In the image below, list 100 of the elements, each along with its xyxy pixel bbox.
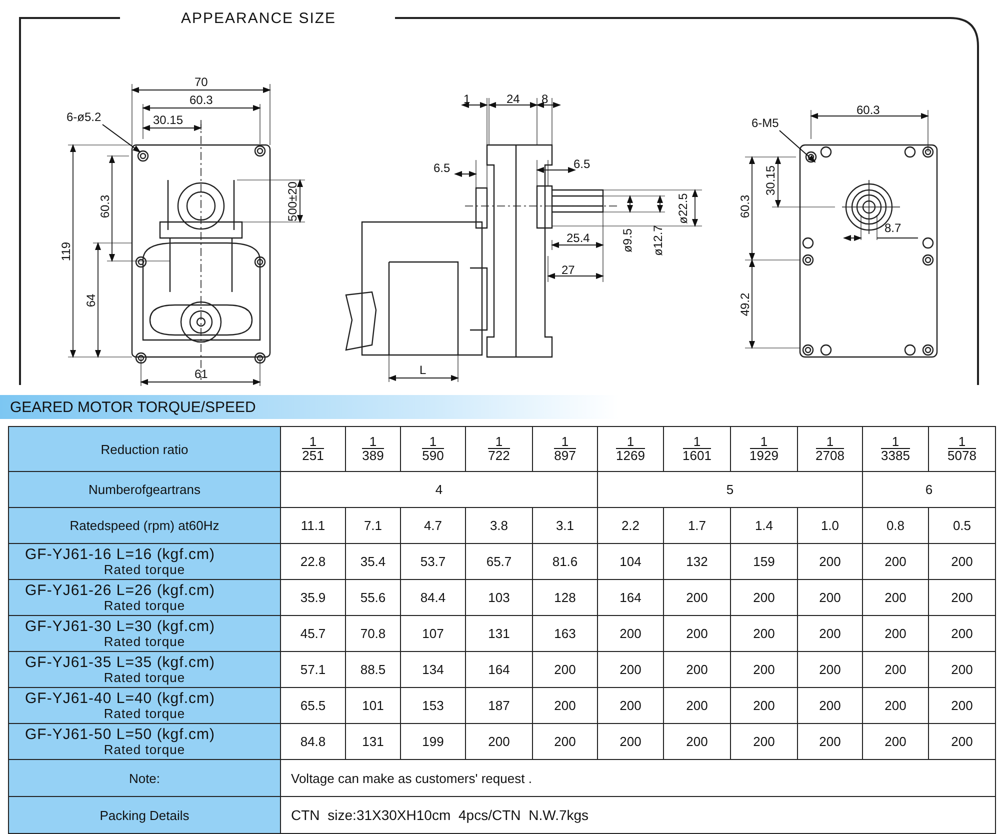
row-header: Ratedspeed (rpm) at60Hz (8, 508, 280, 544)
table-cell: 131 (466, 616, 532, 652)
row-label: Rated torque (102, 634, 186, 648)
dimension-label: 500±20 (286, 181, 300, 221)
table-cell: 164 (466, 652, 532, 688)
dimension-label: 49.2 (738, 292, 752, 316)
table-cell: Voltage can make as customers' request . (280, 760, 996, 796)
denominator: 251 (302, 449, 324, 462)
table-cell: 200 (598, 724, 664, 760)
leader-line (779, 130, 816, 163)
table-cell: 200 (862, 580, 928, 616)
table-cell: 200 (798, 724, 862, 760)
dimension-label: 60.3 (856, 104, 880, 116)
table-cell: 200 (730, 580, 798, 616)
dimension-label: 6.5 (574, 158, 590, 170)
dimension-label: L (420, 364, 426, 376)
table-cell: 70.8 (346, 616, 400, 652)
table-cell: 132 (664, 544, 730, 580)
table-cell: 200 (928, 724, 996, 760)
table-cell: 200 (730, 724, 798, 760)
dimension-label: 30.15 (153, 114, 184, 126)
callout-label: 6-M5 (752, 116, 779, 130)
table-cell: 35.9 (280, 580, 346, 616)
dimension-label: 25.4 (566, 232, 590, 244)
dimension-label: 30.15 (764, 164, 778, 196)
table-cell: 200 (928, 544, 996, 580)
table-cell: 200 (862, 688, 928, 724)
table-cell: 3.1 (532, 508, 598, 544)
dimension-label: 64 (84, 293, 98, 307)
table-cell: 6 (862, 472, 996, 508)
table-cell: 200 (664, 688, 730, 724)
numerator: 1 (488, 435, 510, 449)
table-cell: 200 (664, 652, 730, 688)
table-cell: 57.1 (280, 652, 346, 688)
table-cell: 2.2 (598, 508, 664, 544)
denominator: 389 (362, 449, 384, 462)
table-cell: 35.4 (346, 544, 400, 580)
table-cell: 1.0 (798, 508, 862, 544)
table-cell: 200 (862, 724, 928, 760)
table-cell: 4 (280, 472, 598, 508)
dimension-label: ø22.5 (676, 192, 690, 224)
table-cell: 134 (400, 652, 466, 688)
table-cell: 200 (928, 580, 996, 616)
denominator: 3385 (881, 449, 910, 462)
table-cell: 103 (466, 580, 532, 616)
table-cell: 81.6 (532, 544, 598, 580)
row-header: Packing Details (8, 796, 280, 834)
table-cell: 200 (862, 544, 928, 580)
table-cell: 45.7 (280, 616, 346, 652)
table-cell: 153 (400, 688, 466, 724)
table-cell: 200 (664, 580, 730, 616)
table-cell: 200 (598, 652, 664, 688)
numerator: 1 (948, 435, 976, 449)
table-cell: 200 (862, 616, 928, 652)
table-cell: 200 (798, 616, 862, 652)
dimension-label: 60.3 (190, 94, 213, 106)
table-cell: 164 (598, 580, 664, 616)
dimension-label: ø9.5 (622, 228, 634, 252)
table-cell: 7.1 (346, 508, 400, 544)
table-cell: 55.6 (346, 580, 400, 616)
dimension-label: 70 (194, 76, 208, 88)
table-cell: 200 (928, 616, 996, 652)
row-label: Rated torque (102, 598, 186, 612)
dimension-label: 60.3 (98, 194, 112, 218)
table-cell: 200 (466, 724, 532, 760)
row-label: Rated torque (102, 562, 186, 576)
table-cell: 104 (598, 544, 664, 580)
table-cell: 200 (532, 652, 598, 688)
table-cell: 200 (664, 724, 730, 760)
table-cell: 5 (598, 472, 862, 508)
numerator: 1 (362, 435, 384, 449)
table-cell: 200 (730, 652, 798, 688)
table-cell: 199 (400, 724, 466, 760)
table-cell: 1.7 (664, 508, 730, 544)
table-cell: 200 (664, 616, 730, 652)
dimension-label: 119 (60, 241, 73, 261)
table-cell: 200 (598, 688, 664, 724)
table-cell: 1.4 (730, 508, 798, 544)
table-cell: 187 (466, 688, 532, 724)
dimension-label: 8 (542, 92, 548, 106)
dimension-label: 61 (194, 368, 208, 380)
table-cell: 131 (346, 724, 400, 760)
model-label: GF-YJ61-50 L=50 (kgf.cm) (24, 726, 216, 742)
numerator: 1 (750, 435, 778, 449)
table-cell: CTN size:31X30XH10cm 4pcs/CTN N.W.7kgs (280, 796, 996, 834)
table-cell: 200 (730, 688, 798, 724)
denominator: 897 (554, 449, 576, 462)
heading: APPEARANCE SIZE (181, 12, 336, 24)
model-label: GF-YJ61-30 L=30 (kgf.cm) (24, 618, 216, 634)
denominator: 1929 (750, 449, 778, 462)
callout-label: 6-ø5.2 (66, 110, 102, 124)
denominator: 722 (488, 449, 510, 462)
model-label: GF-YJ61-26 L=26 (kgf.cm) (24, 582, 216, 598)
numerator: 1 (682, 435, 712, 449)
dimension-label: 24 (506, 92, 520, 106)
model-label: GF-YJ61-16 L=16 (kgf.cm) (24, 546, 216, 562)
row-header: Reduction ratio (8, 426, 280, 472)
table-cell: 65.5 (280, 688, 346, 724)
denominator: 1269 (616, 449, 645, 462)
numerator: 1 (302, 435, 324, 449)
